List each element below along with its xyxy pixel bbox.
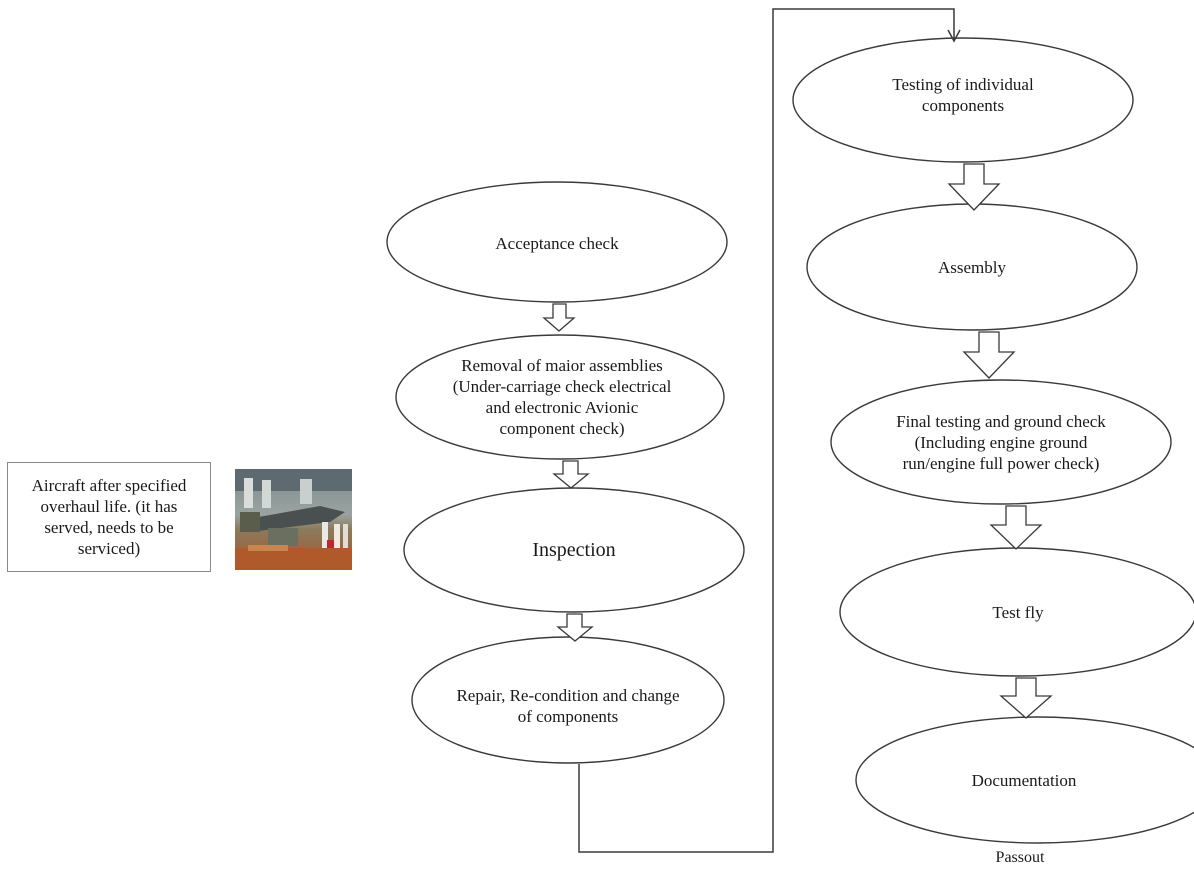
block-arrow-4	[947, 163, 1001, 211]
node-final-shape	[830, 379, 1172, 505]
start-box: Aircraft after specified overhaul life. …	[7, 462, 211, 572]
node-repair-shape	[411, 636, 725, 764]
node-testfly-shape	[839, 547, 1194, 677]
block-arrow-7	[999, 677, 1053, 719]
aircraft-photo	[235, 469, 352, 570]
block-arrow-6	[989, 505, 1043, 550]
connector-arrowhead	[947, 29, 961, 43]
block-arrow-2	[552, 460, 590, 489]
node-assembly-shape	[806, 203, 1138, 331]
block-arrow-3	[556, 613, 594, 642]
node-removal-shape	[395, 334, 725, 460]
block-arrow-5	[962, 331, 1016, 379]
start-box-text: Aircraft after specified overhaul life. …	[31, 476, 187, 558]
node-inspection-shape	[403, 487, 745, 613]
node-documentation-shape	[855, 716, 1194, 844]
block-arrow-1	[542, 303, 576, 332]
connector-line	[578, 8, 955, 853]
node-testing-shape	[792, 37, 1134, 163]
node-acceptance-shape	[386, 181, 728, 303]
end-label-passout: Passout	[995, 849, 1045, 866]
